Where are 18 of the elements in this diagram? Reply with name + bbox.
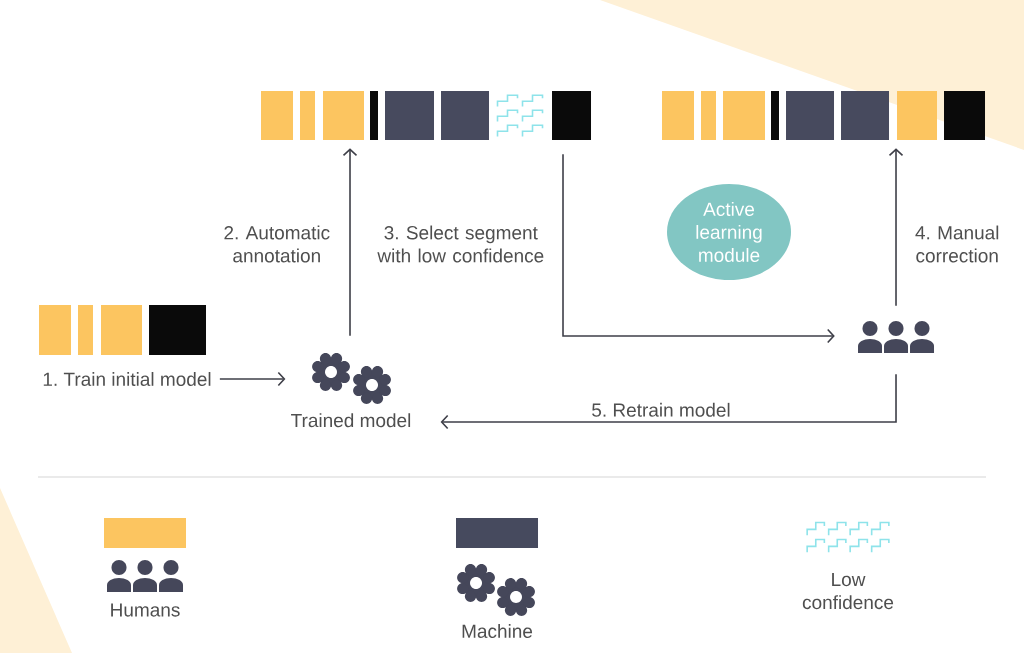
people-icon (858, 321, 934, 353)
arrow (219, 371, 286, 387)
edge-label: 3. Select segment with low confidence (377, 225, 544, 263)
legend-label: Humans (111, 603, 180, 617)
legend-label: Low confidence (802, 572, 894, 610)
node-label: Trained model (291, 413, 411, 428)
arrow (342, 148, 358, 337)
segment-strip (662, 91, 985, 140)
arrow (562, 153, 835, 344)
legend-label: Machine (462, 624, 533, 638)
edge-label: 4. Manual correction (915, 225, 999, 263)
segment-strip (261, 91, 591, 140)
arrow (440, 373, 897, 430)
step-label: 1. Train initial model (43, 372, 211, 386)
segment-strip (39, 305, 206, 355)
edge-label: 2. Automatic annotation (224, 225, 330, 263)
edge-label: 5. Retrain model (592, 402, 730, 417)
arrow (888, 148, 904, 307)
